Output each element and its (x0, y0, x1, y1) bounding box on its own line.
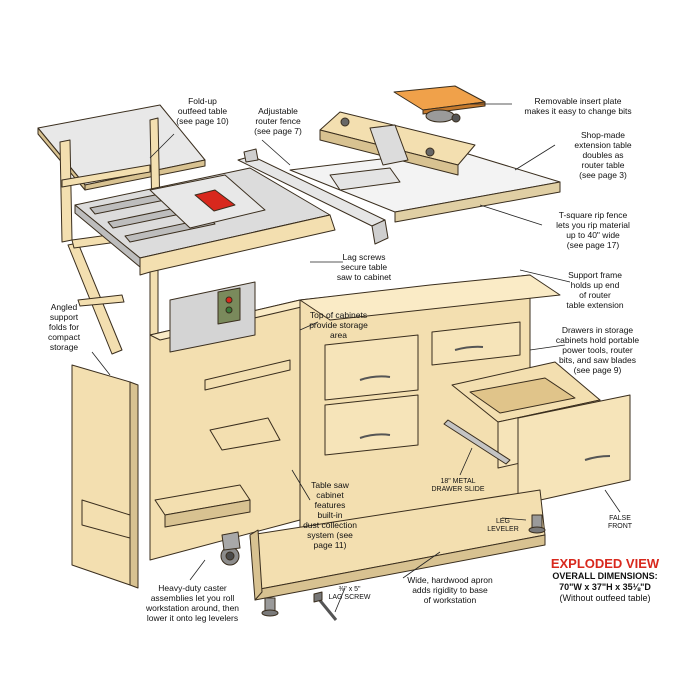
callout-drawers: Drawers in storage cabinets hold portabl… (555, 325, 640, 375)
callout-insert-plate: Removable insert plate makes it easy to … (524, 96, 632, 116)
callout-false-front: FALSE FRONT (607, 515, 633, 530)
metal-drawer-slide (443, 419, 511, 465)
saw-table (74, 167, 336, 276)
callout-router-fence: Adjustable router fence (see page 7) (254, 106, 302, 136)
t-square-rip-fence (237, 148, 389, 245)
callout-apron: Wide, hardwood apron adds rigidity to ba… (407, 575, 493, 605)
callout-leg-leveler: LEG LEVELER (487, 518, 519, 533)
callout-support-frame: Support frame holds up end of router tab… (566, 270, 624, 310)
storage-cabinet (299, 274, 561, 531)
caster-assembly (154, 484, 251, 566)
side-panel (71, 364, 139, 589)
callout-rip-fence: T-square rip fence lets you rip material… (556, 210, 630, 250)
hardwood-apron (249, 489, 546, 601)
callout-extension-table: Shop-made extension table doubles as rou… (574, 130, 632, 180)
exploded-view-title-block: EXPLODED VIEW OVERALL DIMENSIONS: 70"W x… (520, 556, 690, 604)
callout-drawer-slide: 18" METAL DRAWER SLIDE (431, 478, 485, 493)
callout-saw-cabinet: Table saw cabinet features built-in dust… (303, 480, 357, 550)
leader-lines (91, 103, 621, 613)
removable-insert-plate (393, 85, 486, 123)
callout-outfeed-table: Fold-up outfeed table (see page 10) (176, 96, 229, 126)
callout-caster: Heavy-duty caster assemblies let you rol… (145, 583, 240, 623)
callout-angled-support: Angled support folds for compact storage (47, 302, 81, 352)
exploded-view-title: EXPLODED VIEW (550, 556, 660, 571)
callout-top-cabinets: Top of cabinets provide storage area (309, 310, 368, 340)
adjustable-router-fence (319, 111, 476, 176)
overall-dimensions-value: 70"W x 37"H x 35⅛"D (559, 582, 651, 592)
leg-leveler (261, 514, 546, 617)
dimensions-note: (Without outfeed table) (559, 593, 651, 603)
callout-lag-screw: ⅜" x 5" LAG SCREW (328, 586, 371, 601)
fold-up-outfeed-table (37, 104, 206, 243)
lag-screw (313, 591, 338, 621)
callout-lag-screws: Lag screws secure table saw to cabinet (336, 252, 392, 282)
extension-router-table (289, 149, 561, 223)
lower-front-panel (81, 499, 131, 539)
overall-dimensions-label: OVERALL DIMENSIONS: (552, 571, 658, 581)
